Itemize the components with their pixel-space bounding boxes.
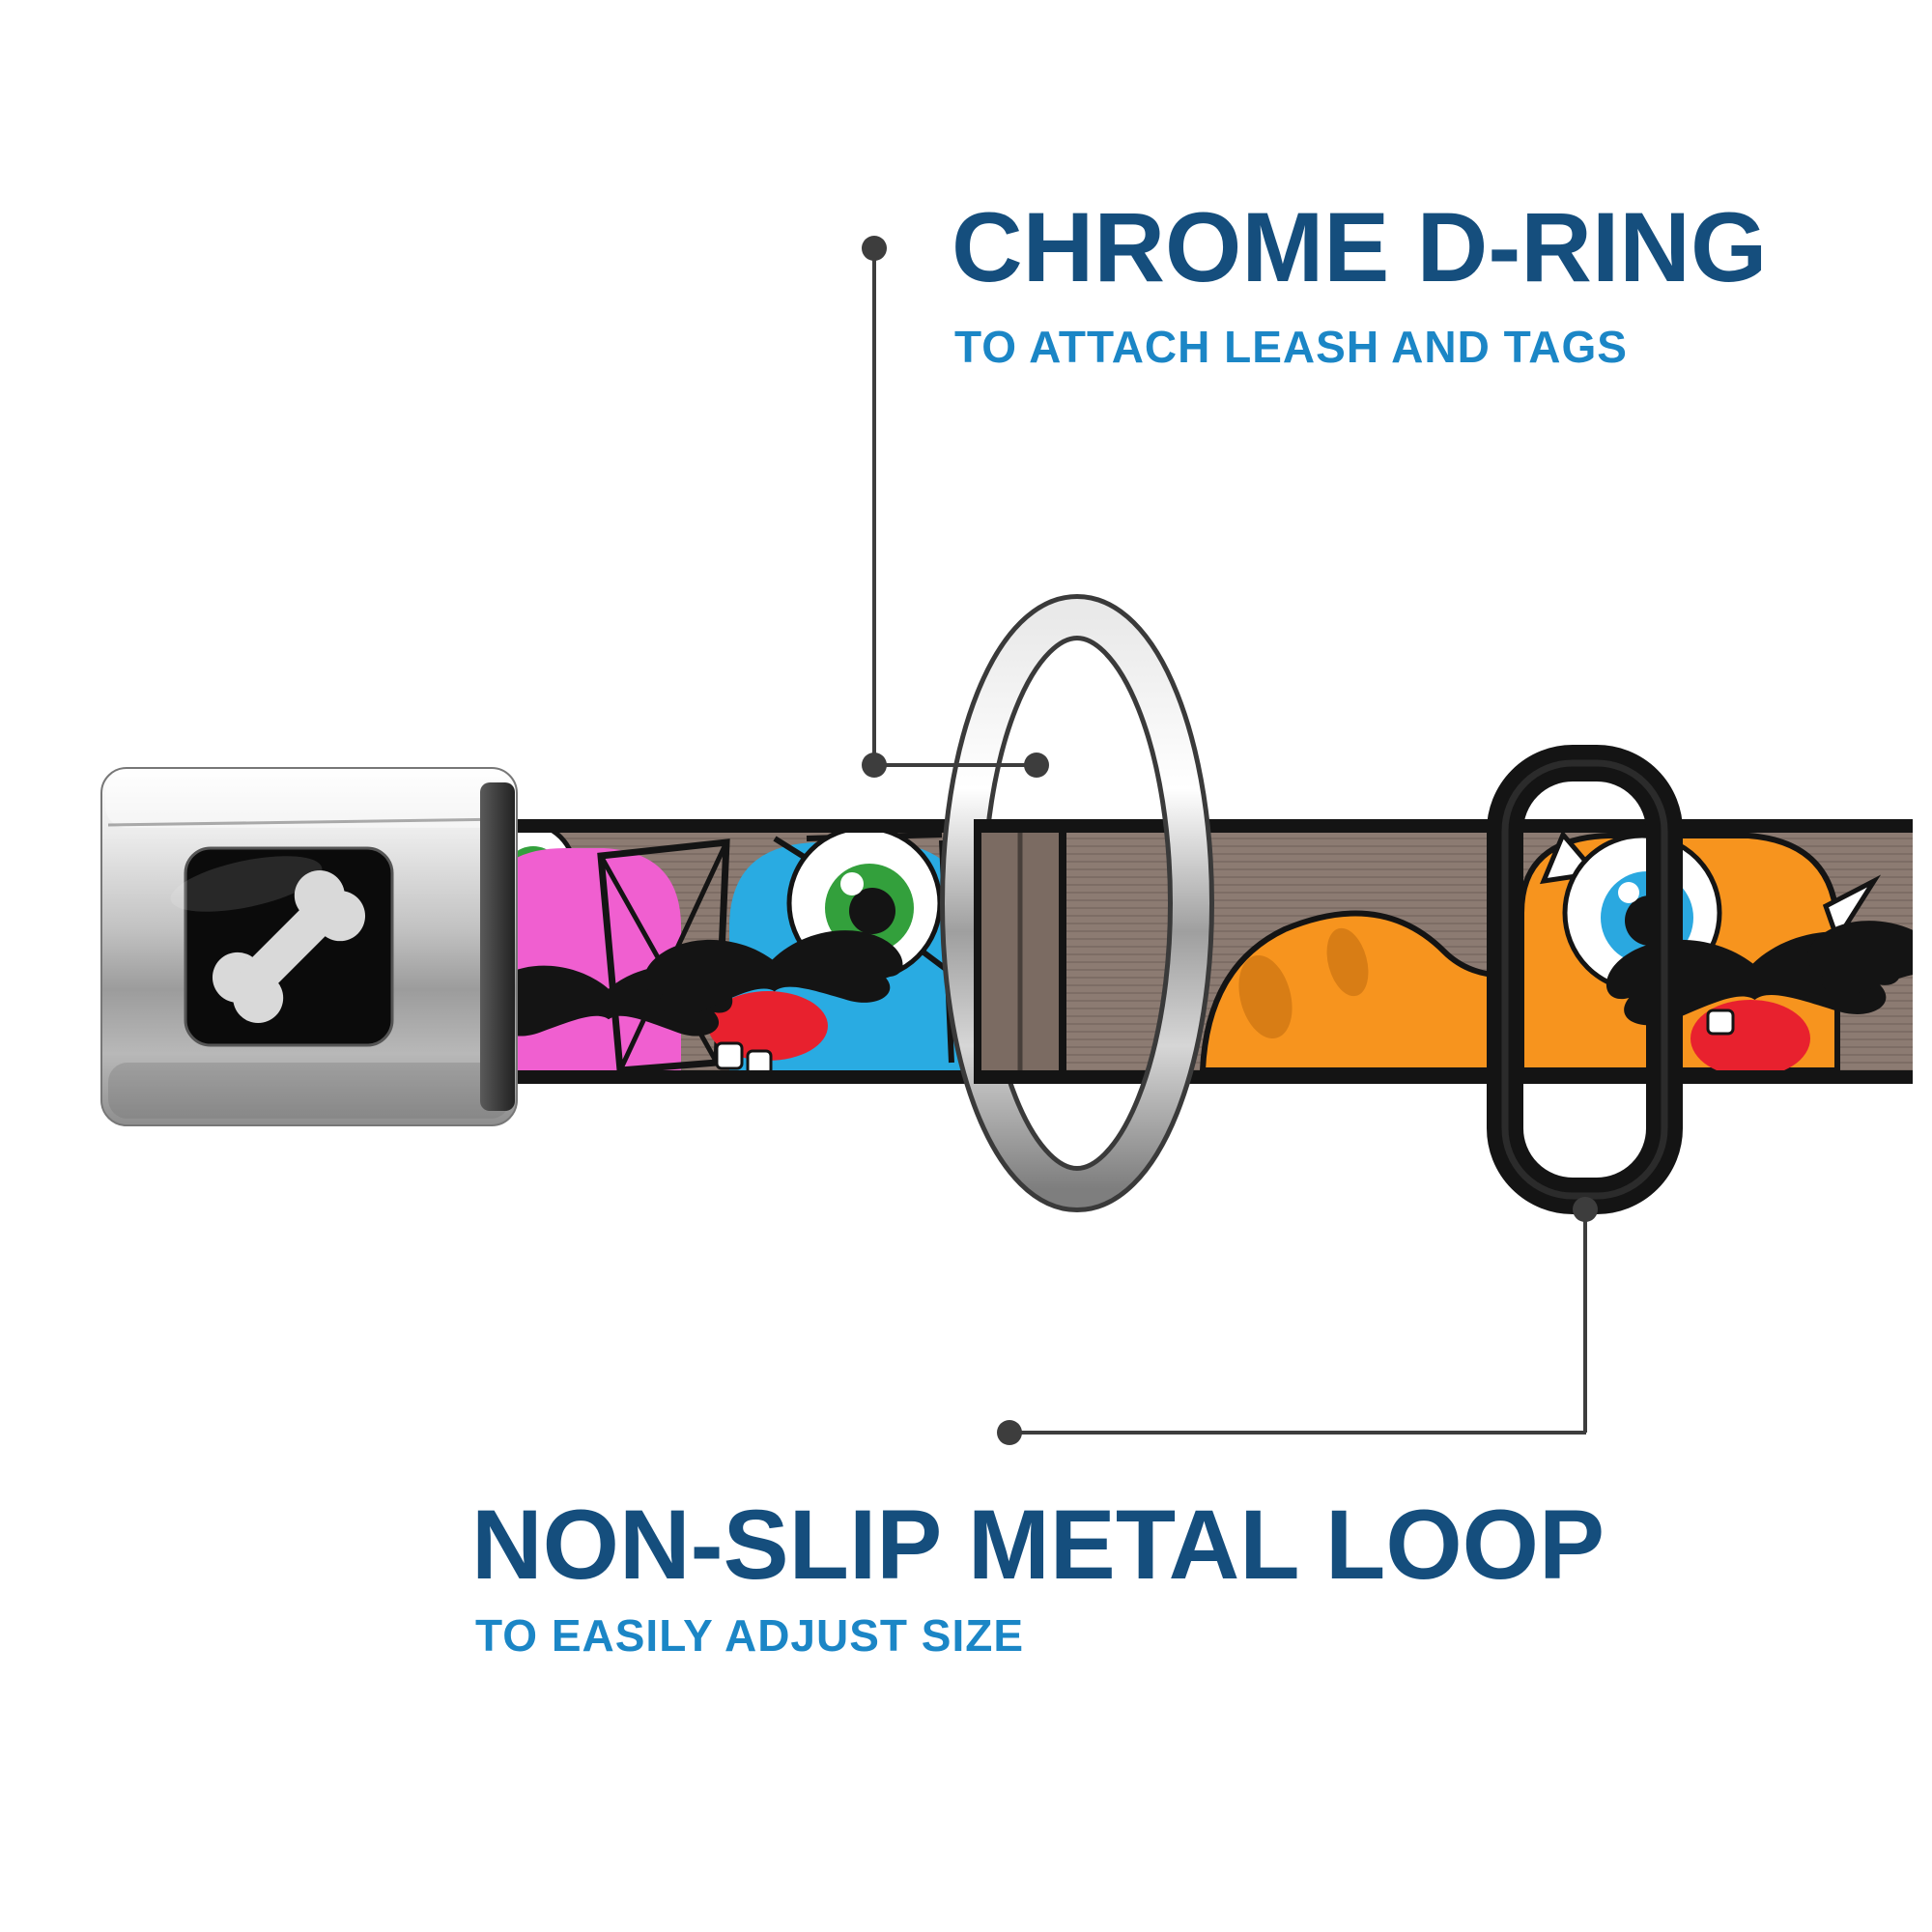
mustache-icon (1806, 921, 1913, 995)
callout-dot (997, 1420, 1022, 1445)
seatbelt-buckle (100, 767, 518, 1126)
horn-icon (1822, 874, 1882, 945)
non-slip-metal-loop (1487, 745, 1683, 1214)
callout-line (1583, 1209, 1587, 1433)
callout-line (1009, 1431, 1586, 1435)
callout-line (872, 248, 876, 764)
metal-loop-subtitle: TO EASILY ADJUST SIZE (475, 1610, 1025, 1661)
chrome-d-ring (940, 594, 1214, 1212)
callout-dot (1024, 753, 1049, 778)
bone-icon (212, 869, 366, 1024)
metal-loop-title: NON-SLIP METAL LOOP (471, 1490, 1605, 1600)
dring-title: CHROME D-RING (952, 192, 1768, 302)
callout-line (874, 763, 1038, 767)
strap-fold (974, 819, 1066, 1084)
dring-subtitle: TO ATTACH LEASH AND TAGS (954, 322, 1628, 372)
